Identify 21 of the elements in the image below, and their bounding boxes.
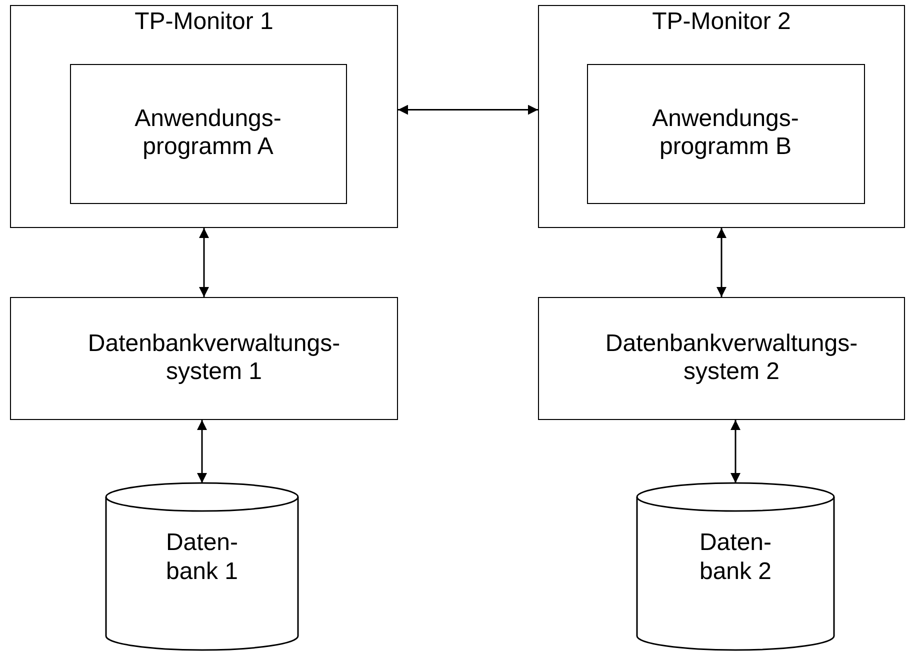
database-cylinder [636, 483, 835, 650]
process-box [538, 297, 905, 420]
database-label: Daten- bank 2 [698, 529, 773, 587]
box-label: Anwendungs- programm B [651, 104, 800, 162]
monitor-box [10, 5, 398, 228]
double-arrow [730, 420, 740, 483]
database-label: Daten- bank 1 [164, 529, 240, 587]
box-heading: TP-Monitor 2 [651, 8, 792, 37]
database-cylinder [105, 483, 299, 650]
double-arrow [716, 228, 726, 297]
box-label: Datenbankverwaltungs- system 2 [604, 330, 859, 388]
double-arrow [199, 228, 209, 297]
process-box [586, 64, 864, 204]
box-label: Datenbankverwaltungs- system 1 [86, 330, 342, 388]
process-box [10, 297, 398, 420]
box-label: Anwendungs- programm A [134, 104, 282, 162]
double-arrow [197, 420, 207, 483]
box-heading: TP-Monitor 1 [134, 8, 274, 37]
double-arrow [398, 104, 538, 115]
process-box [70, 64, 346, 204]
monitor-box [538, 5, 905, 228]
